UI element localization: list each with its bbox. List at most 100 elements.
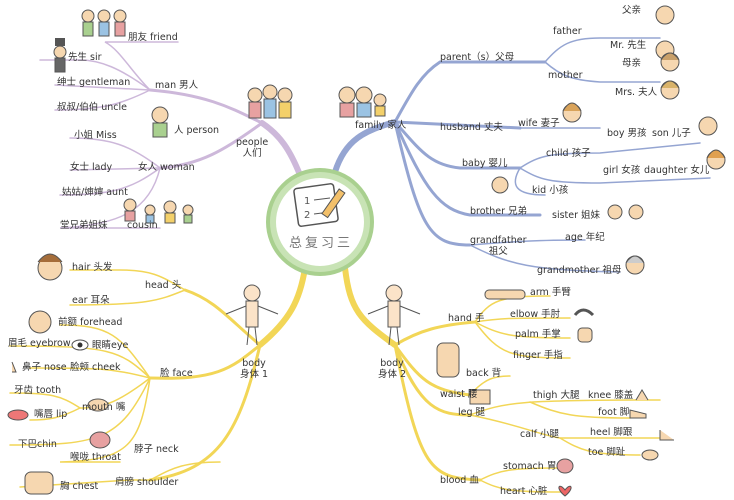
back-icon [436,342,460,378]
svg-text:1: 1 [304,196,310,207]
body1-item-nose: 鼻子 nose [22,362,67,373]
forehead-icon [28,310,52,334]
body1-branch [9,265,308,488]
body1-item-shoulder: 肩膀 shoulder [115,477,179,488]
notepad-pencil-icon: 1 2 [293,183,346,227]
body2-label: body [380,358,404,369]
lip-icon [7,409,29,421]
people-item-cousin: cousin [127,220,158,231]
body1-item-tooth: 牙齿 tooth [14,385,62,396]
body1-item-chest: 胸 chest [60,481,99,492]
family-item-father-cn: 父亲 [622,5,642,16]
body2-figure-icon [367,284,421,346]
body2-item-stomach: stomach 胃 [503,461,557,472]
waist-icon [469,389,491,405]
heel-icon [659,430,674,441]
family-item-girl: girl 女孩 [603,165,641,176]
people-item-cousin-cn: 堂兄弟姐妹 [60,220,108,231]
friends-icon [81,9,127,37]
body1-item-eye: 眼睛eye [92,340,129,351]
eye-icon [71,339,89,351]
family-item-son: son 儿子 [652,128,691,139]
chest-icon [24,471,54,495]
body2-branch [342,265,661,493]
body2-node: body 身体 2 [378,358,406,380]
body2-item-knee: knee 膝盖 [588,390,634,401]
knee-icon [635,389,649,401]
baby-icon [491,176,509,194]
body1-item-face: 脸 face [160,368,193,379]
family-item-child: child 孩子 [546,148,591,159]
body2-item-back: back 背 [466,368,502,379]
family-item-age: age 年纪 [565,232,605,243]
family-item-grandfather-node: grandfather 祖父 [470,235,526,257]
family-label: family 家人 [355,120,407,131]
body1-item-hair: hair 头发 [72,262,113,273]
body1-item-neck: 脖子 neck [134,444,179,455]
body1-label-cn: 身体 1 [240,369,269,380]
body1-item-mouth: mouth 嘴 [82,402,126,413]
mother-face-icon [660,52,680,72]
body1-item-lip: 嘴唇 lip [34,409,68,420]
people-item-person: 人 person [174,125,220,136]
body2-item-hand: hand 手 [448,313,485,324]
center-title: 总复习三 [288,236,353,251]
family-item-grandmother: grandmother 祖母 [537,265,622,276]
family-item-father: father [553,26,582,37]
mrs-face-icon [660,80,680,100]
arm-icon [484,289,526,300]
toe-icon [641,449,659,461]
family-item-grandfather-cn: 祖父 [488,246,508,257]
body2-item-heel: heel 脚跟 [590,427,633,438]
heart-icon [558,485,572,497]
family-item-parent: parent（s）父母 [440,52,515,63]
body2-item-palm: palm 手掌 [515,329,561,340]
body2-item-foot: foot 脚 [598,407,630,418]
sir-icon [53,38,67,73]
people-item-friend: 朋友 friend [128,32,178,43]
head-hair-icon [37,253,63,281]
family-item-boy: boy 男孩 [607,128,647,139]
people-item-man: man 男人 [155,80,199,91]
family-item-kid: kid 小孩 [532,185,569,196]
mouth-icon [87,398,109,412]
people-item-lady: 女士 lady [70,162,113,173]
body1-label: body [242,358,266,369]
people-label: people [236,137,269,148]
foot-icon [629,409,647,419]
grandmother-icon [625,255,645,275]
wife-icon [562,102,582,123]
body1-node: body 身体 1 [240,358,268,380]
people-label-cn: 人们 [242,148,262,159]
body1-item-ear: ear 耳朵 [72,295,110,306]
family-item-mother: mother [548,70,583,81]
body1-item-cheek: 脸颊 cheek [70,362,121,373]
body2-item-waist: waist 腰 [440,389,478,400]
body2-item-heart: heart 心脏 [500,486,548,497]
body2-item-finger: finger 手指 [513,350,563,361]
throat-icon [89,431,111,449]
father-face-icon [655,5,675,25]
body2-item-elbow: elbow 手肘 [510,309,561,320]
people-node: people 人们 [236,137,268,159]
cousins-icon [123,198,194,224]
people-item-sir: 先生 sir [68,52,102,63]
stomach-icon [556,458,574,474]
body2-label-cn: 身体 2 [378,369,407,380]
man-icon [151,106,169,138]
nose-icon [11,361,17,373]
family-item-grandfather: grandfather [470,235,527,246]
family-item-daughter: daughter 女儿 [644,165,710,176]
family-item-wife: wife 妻子 [518,118,560,129]
body2-item-thigh: thigh 大腿 [533,390,580,401]
daughter-icon [706,149,726,170]
people-item-miss: 小姐 Miss [74,130,117,141]
elbow-icon [573,308,595,317]
people-branch [39,41,303,229]
body2-item-leg: leg 腿 [458,407,486,418]
palm-icon [577,327,593,343]
